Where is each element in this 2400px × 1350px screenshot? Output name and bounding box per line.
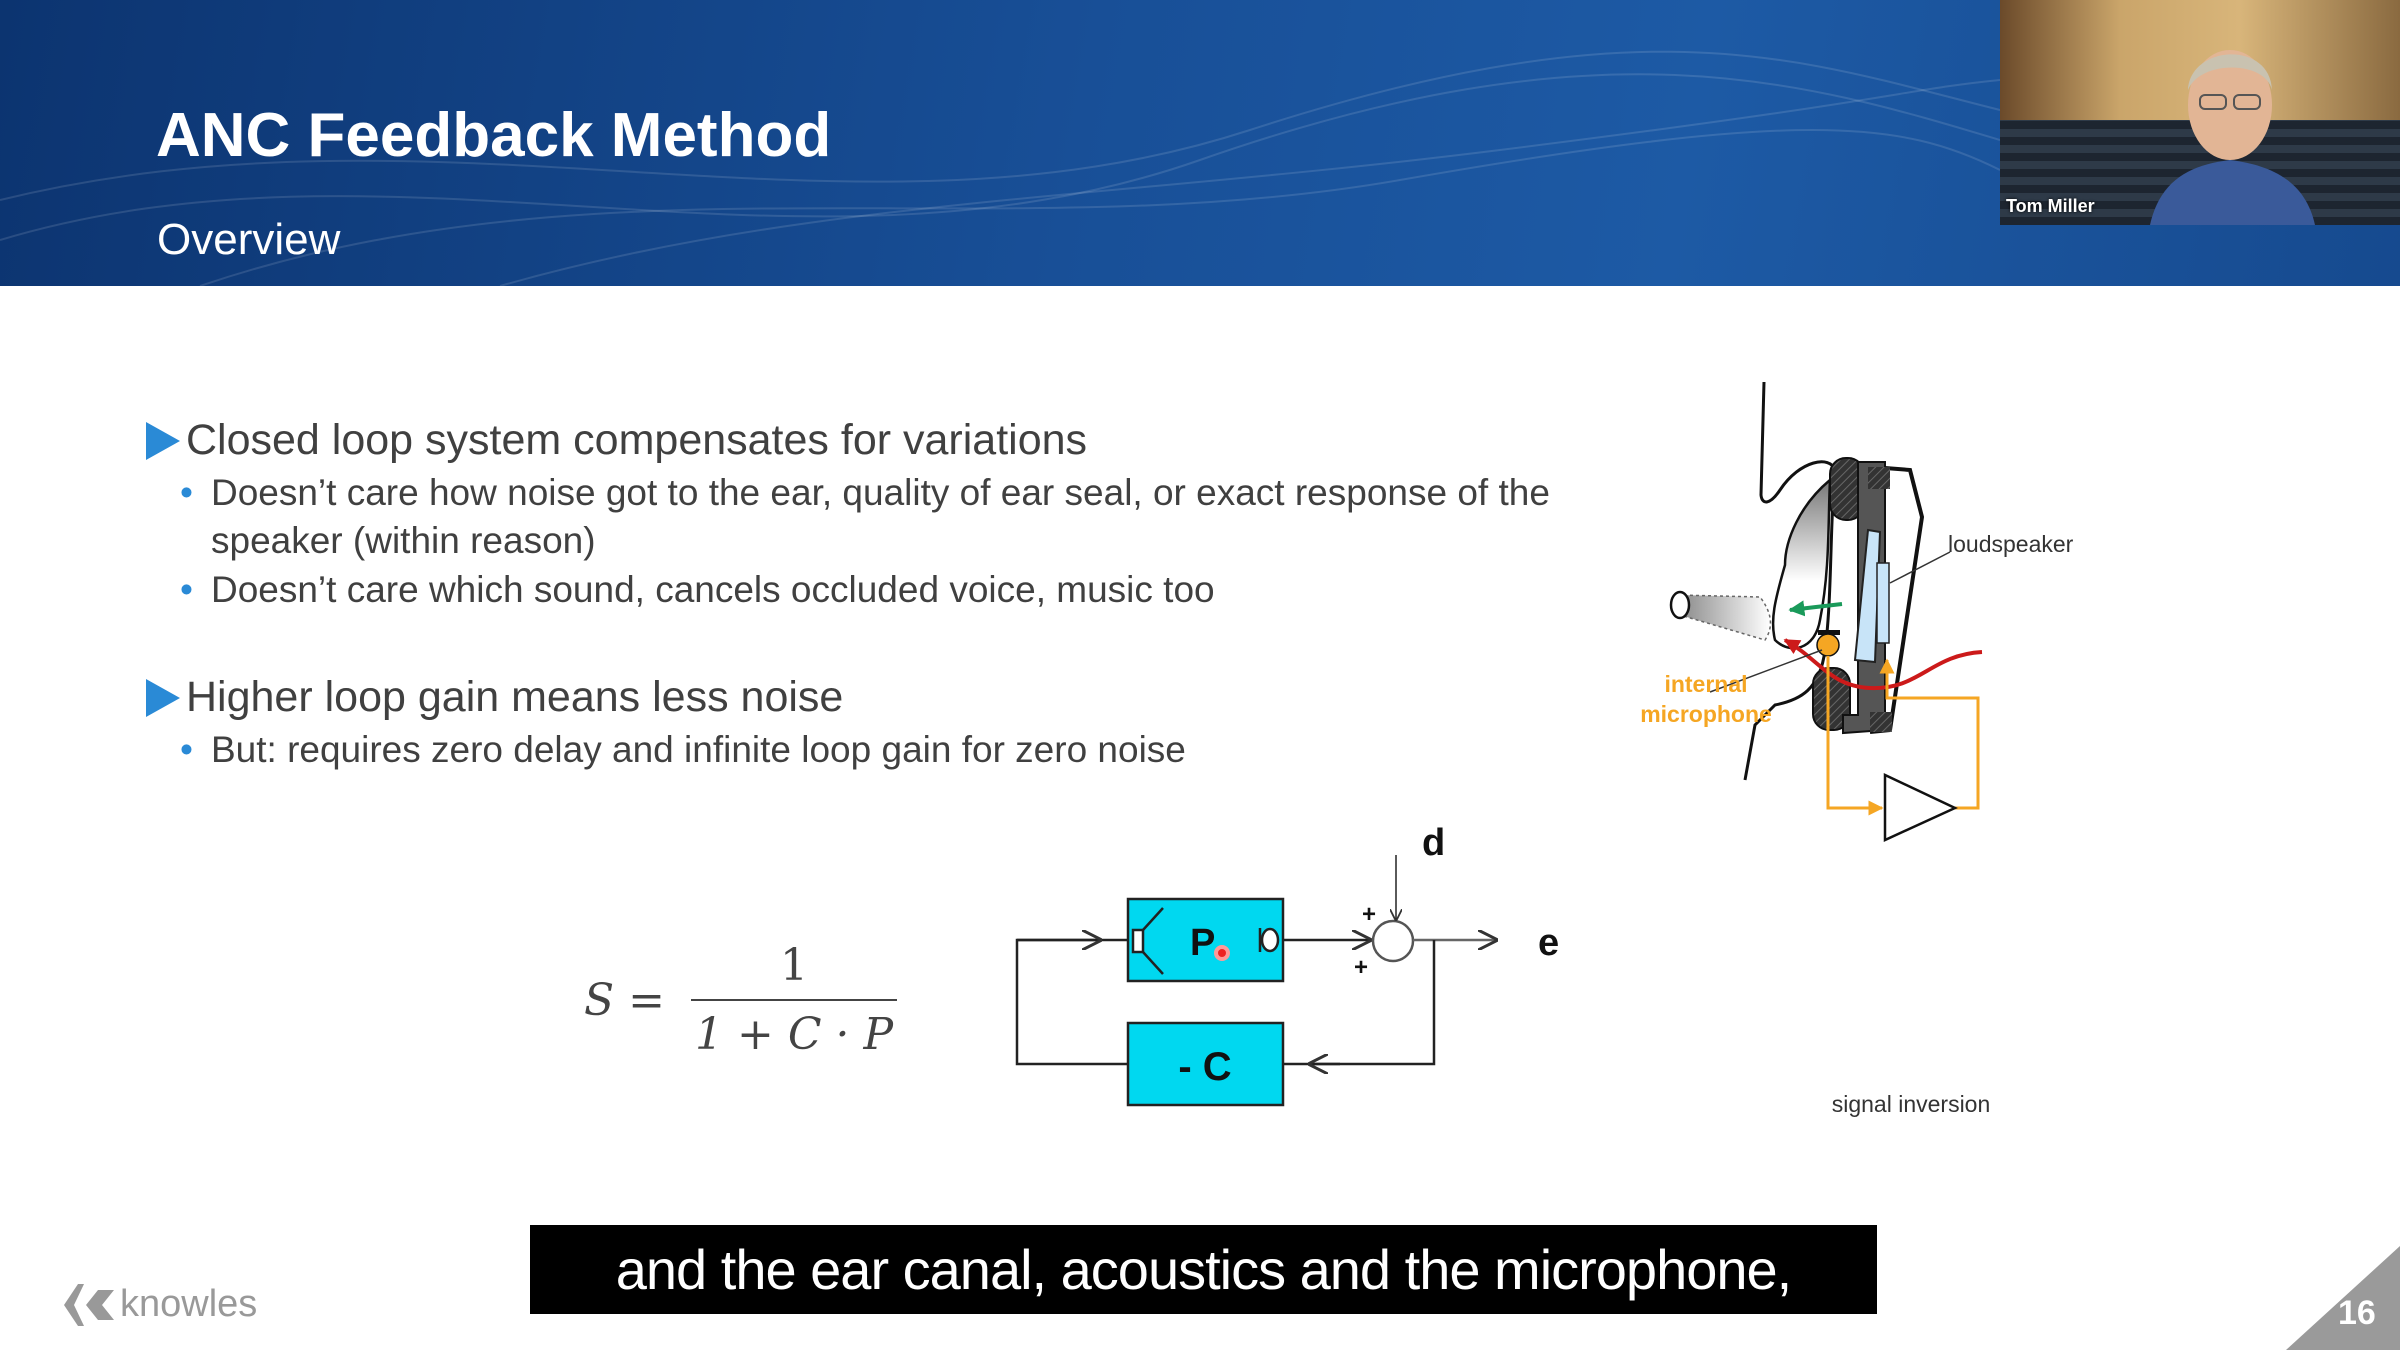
speaker-cone-icon bbox=[1142, 907, 1164, 975]
plus-sign-top: + bbox=[1362, 901, 1376, 928]
loudspeaker-leader-line bbox=[1889, 551, 1951, 584]
ear-cushion-bottom bbox=[1812, 667, 1851, 731]
plant-label: P bbox=[1190, 922, 1215, 964]
slide-title: ANC Feedback Method bbox=[156, 101, 832, 170]
controller-label: - C bbox=[1178, 1045, 1231, 1089]
logo-text: knowles bbox=[120, 1283, 258, 1325]
noise-path-arrow bbox=[1783, 638, 1983, 691]
webcam-video: Tom Miller bbox=[2000, 0, 2400, 225]
inverter-amplifier-icon bbox=[1883, 773, 1958, 842]
formula-numerator: 1 bbox=[780, 940, 809, 991]
anti-noise-arrow bbox=[1788, 600, 1843, 617]
mic-leader-line bbox=[1709, 649, 1823, 693]
header-waves bbox=[0, 50, 2000, 286]
formula-denominator: 1 + C · P bbox=[691, 999, 898, 1060]
bullet-text: Doesn’t care how noise got to the ear, q… bbox=[210, 472, 1550, 513]
knowles-logo: knowles bbox=[64, 1283, 257, 1326]
ear-anc-diagram: loudspeaker internal microphone signal i… bbox=[1640, 381, 2074, 1117]
triangle-bullet-icon bbox=[146, 678, 180, 717]
loudspeaker-label: loudspeaker bbox=[1948, 531, 2074, 557]
mic-signal-line bbox=[1826, 656, 1884, 816]
mic-circle-icon bbox=[1260, 927, 1280, 953]
bullet-text: Doesn’t care which sound, cancels occlud… bbox=[210, 569, 1215, 610]
dot-bullet-icon: • bbox=[180, 569, 193, 610]
ear-concha bbox=[1771, 477, 1832, 650]
summing-junction bbox=[1371, 919, 1415, 963]
block-diagram bbox=[1015, 855, 1496, 1107]
ear-drum bbox=[1669, 590, 1691, 620]
bullet-main-2: Higher loop gain means less noise bbox=[146, 673, 843, 722]
bullet-main-1: Closed loop system compensates for varia… bbox=[146, 416, 1087, 465]
presenter-figure bbox=[2150, 50, 2315, 225]
page-number: 16 bbox=[2338, 1294, 2376, 1332]
bullet-sub-1: • Doesn’t care how noise got to the ear, … bbox=[180, 472, 1550, 514]
bullet-sub-2: • Doesn’t care which sound, cancels occlu… bbox=[180, 569, 1215, 611]
shell-hatch-bottom bbox=[1870, 712, 1892, 732]
live-caption: and the ear canal, acoustics and the mic… bbox=[530, 1225, 1877, 1314]
signal-inversion-label: signal inversion bbox=[1832, 1091, 1991, 1117]
loudspeaker-driver bbox=[1853, 528, 1882, 664]
dot-bullet-icon: • bbox=[180, 729, 193, 770]
inverted-signal-line bbox=[1879, 658, 1980, 810]
triangle-bullet-icon bbox=[146, 421, 180, 460]
formula-fraction: 1 1 + C · P bbox=[691, 940, 898, 1060]
bullet-text: Higher loop gain means less noise bbox=[186, 673, 844, 721]
ear-canal bbox=[1677, 594, 1772, 641]
slide-subtitle: Overview bbox=[157, 215, 341, 264]
error-label: e bbox=[1538, 922, 1559, 964]
disturbance-label: d bbox=[1422, 822, 1445, 864]
internal-mic bbox=[1816, 633, 1840, 657]
dot-bullet-icon: • bbox=[180, 472, 193, 513]
bullet-text: But: requires zero delay and infinite lo… bbox=[210, 729, 1186, 770]
mic-label-line1: internal bbox=[1664, 671, 1747, 697]
speaker-symbol-icon bbox=[1131, 928, 1145, 954]
loudspeaker-magnet bbox=[1876, 562, 1890, 644]
sensitivity-formula: S = 1 1 + C · P bbox=[584, 940, 898, 1060]
participant-name: Tom Miller bbox=[2006, 196, 2095, 216]
formula-lhs: S = bbox=[584, 974, 665, 1026]
bullet-sub-1-continued: speaker (within reason) bbox=[211, 520, 596, 561]
plus-sign-bottom: + bbox=[1354, 954, 1368, 981]
mic-cap bbox=[1818, 630, 1840, 635]
knowles-chevron-icon bbox=[64, 1283, 114, 1326]
bullet-sub-3: • But: requires zero delay and infinite l… bbox=[180, 729, 1186, 771]
feedback-loop-left bbox=[1015, 938, 1128, 1066]
cursor-pointer-icon bbox=[1214, 945, 1230, 961]
page-number-badge bbox=[2286, 1246, 2400, 1350]
bullet-text: Closed loop system compensates for varia… bbox=[186, 416, 1088, 464]
head-outline bbox=[1743, 381, 1837, 781]
shell-hatch-top bbox=[1868, 467, 1890, 489]
mic-label-line2: microphone bbox=[1640, 701, 1772, 727]
